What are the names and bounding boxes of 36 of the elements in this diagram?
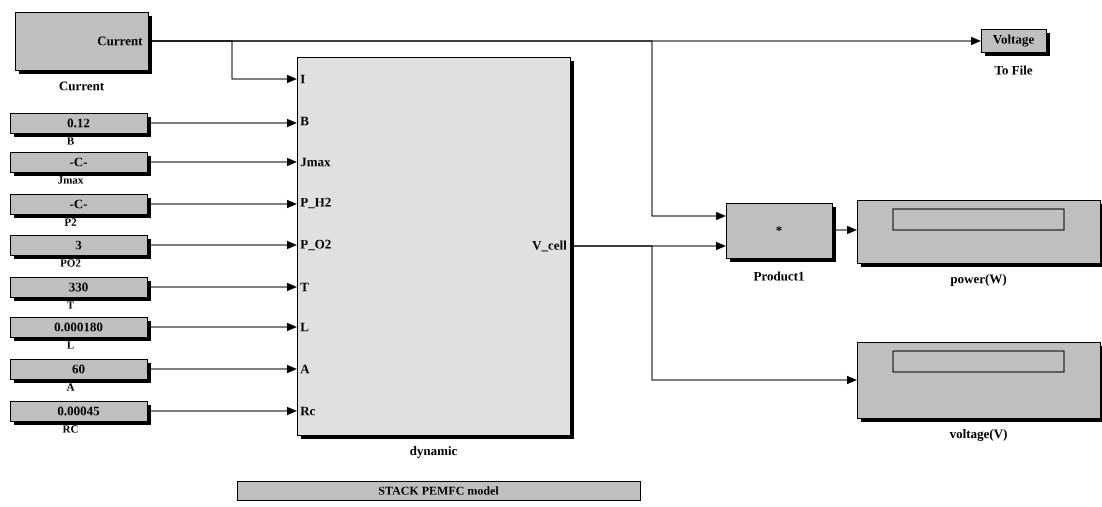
constant-block: 0.000180 xyxy=(10,317,151,341)
port-label: B xyxy=(300,116,309,126)
block-label: PO2 xyxy=(60,259,81,267)
port-label: Jmax xyxy=(300,157,331,167)
port-label: I xyxy=(300,74,305,84)
block-label: L xyxy=(67,341,74,349)
block-label: T xyxy=(67,301,74,309)
constant-block: 60 xyxy=(10,359,151,383)
constant-block: 0.00045 xyxy=(10,401,151,425)
block-label: power(W) xyxy=(950,274,1007,286)
block-label: dynamic xyxy=(410,446,457,458)
source-block: Current xyxy=(15,12,152,74)
block-label: voltage(V) xyxy=(949,429,1007,441)
block-label: B xyxy=(67,137,74,145)
block-label: P2 xyxy=(64,218,77,226)
port-label: L xyxy=(300,322,309,332)
constant-block: 3 xyxy=(10,235,151,259)
port-label: V_cell xyxy=(532,240,567,252)
port-label: Rc xyxy=(300,406,316,416)
block-label: Jmax xyxy=(58,176,84,184)
constant-block: 330 xyxy=(10,277,151,301)
port-label: P_O2 xyxy=(300,239,331,251)
product-block: * xyxy=(726,203,836,262)
caption-box: STACK PEMFC model xyxy=(237,481,641,501)
port-label: P_H2 xyxy=(300,197,331,209)
block-label: RC xyxy=(62,425,78,433)
block-label: A xyxy=(66,383,75,391)
port-label: T xyxy=(300,282,309,292)
block-label: Current xyxy=(59,81,105,91)
block-label: Product1 xyxy=(753,271,804,281)
file-block: Voltage xyxy=(981,29,1050,56)
constant-block: -C- xyxy=(10,152,151,176)
constant-block: 0.12 xyxy=(10,113,151,137)
port-label: A xyxy=(300,364,310,374)
constant-block: -C- xyxy=(10,194,151,218)
block-label: To File xyxy=(994,65,1033,75)
